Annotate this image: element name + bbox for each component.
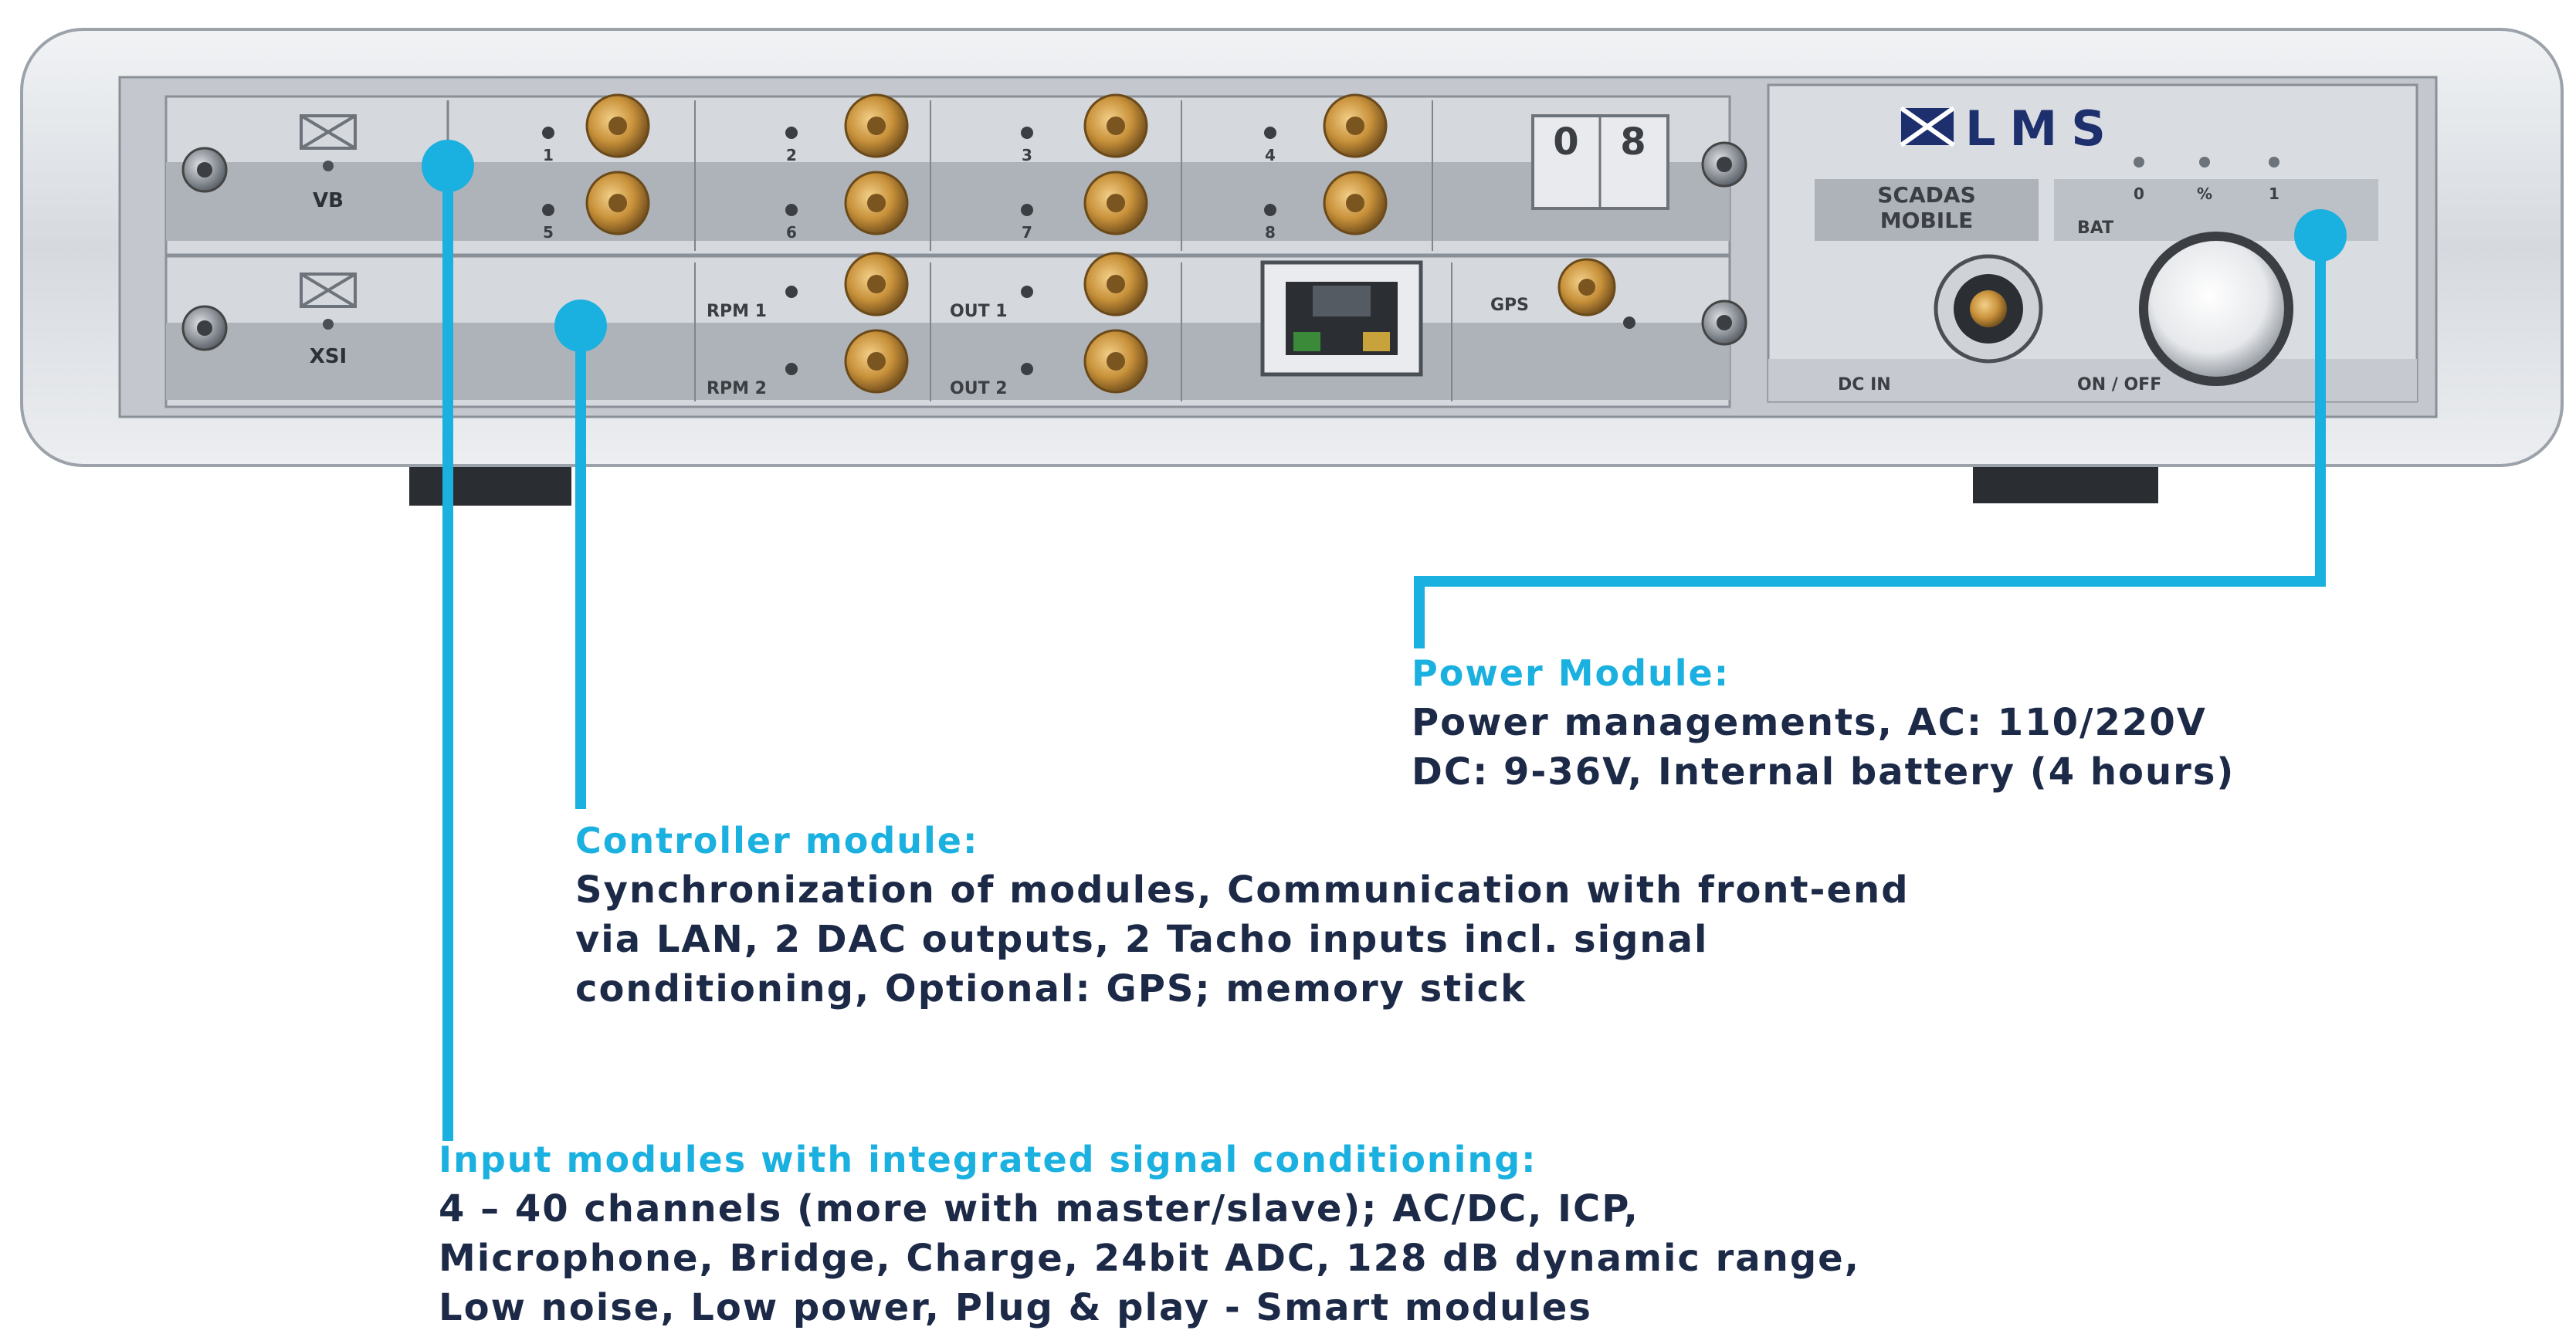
channel-count-display: 0 8 — [1531, 114, 1669, 210]
power-module-callout-line — [1414, 209, 2347, 648]
input-modules-description: Microphone, Bridge, Charge, 24bit ADC, 1… — [439, 1237, 1860, 1280]
battery-label: BAT — [2077, 218, 2113, 238]
brand-name: LMS — [1965, 100, 2120, 157]
rpm2-led — [785, 363, 798, 375]
channel-connector-3[interactable] — [1083, 93, 1148, 158]
out2-label: OUT 2 — [950, 379, 1008, 398]
power-module-description: DC: 9-36V, Internal battery (4 hours) — [1412, 750, 2235, 794]
screw-icon — [181, 147, 228, 193]
channel-number: 6 — [786, 223, 797, 242]
channel-connector-2[interactable] — [844, 93, 909, 158]
battery-mark: 0 — [2134, 185, 2144, 203]
controller-module-band — [166, 323, 1730, 400]
channel-number: 2 — [786, 146, 797, 164]
input-module-led — [323, 161, 334, 171]
channel-connector-6[interactable] — [844, 171, 909, 235]
input-modules-heading: Input modules with integrated signal con… — [439, 1139, 1537, 1180]
out1-label: OUT 1 — [950, 302, 1008, 321]
channel-number: 5 — [543, 223, 554, 242]
out2-connector[interactable] — [1083, 329, 1148, 394]
input-module-callout-line — [422, 140, 474, 1141]
controller-module-description: conditioning, Optional: GPS; memory stic… — [575, 967, 1527, 1011]
out2-led — [1021, 363, 1033, 375]
lms-logo-icon — [1900, 106, 1955, 147]
controller-module-callout-line — [554, 300, 607, 809]
gps-connector[interactable] — [1557, 258, 1616, 317]
channel-connector-8[interactable] — [1323, 171, 1388, 235]
lan-port[interactable] — [1260, 260, 1423, 377]
channel-led — [1021, 204, 1033, 216]
controller-module-logo-icon — [300, 273, 357, 308]
channel-number: 3 — [1022, 146, 1032, 164]
gps-label: GPS — [1490, 296, 1529, 315]
channel-led — [1021, 127, 1033, 139]
controller-module-led — [323, 319, 334, 330]
out1-connector[interactable] — [1083, 252, 1148, 317]
rpm1-connector[interactable] — [844, 252, 909, 317]
channel-led — [1264, 127, 1276, 139]
channel-number: 8 — [1265, 223, 1276, 242]
battery-led — [2134, 157, 2144, 168]
channel-connector-4[interactable] — [1323, 93, 1388, 158]
dc-in-connector[interactable] — [1934, 254, 2043, 364]
input-modules-description: 4 – 40 channels (more with master/slave)… — [439, 1187, 1639, 1231]
power-module-bottom-band — [1768, 359, 2417, 401]
channel-number: 1 — [543, 146, 554, 164]
channel-led — [542, 127, 554, 139]
channel-connector-7[interactable] — [1083, 171, 1148, 235]
screw-icon — [1701, 141, 1747, 188]
gps-led — [1623, 317, 1635, 329]
input-module-band — [166, 162, 1730, 241]
screw-icon — [1701, 300, 1747, 346]
controller-module-label: XSI — [310, 345, 347, 368]
screw-icon — [181, 305, 228, 351]
display-digit-1: 0 — [1553, 120, 1578, 164]
model-name-line1: SCADAS — [1877, 182, 1975, 208]
battery-led — [2199, 157, 2210, 168]
channel-number: 4 — [1265, 146, 1276, 164]
power-module-callout: Power Module: Power managements, AC: 110… — [1412, 648, 2235, 797]
input-modules-description: Low noise, Low power, Plug & play - Smar… — [439, 1286, 1592, 1329]
controller-module-callout: Controller module: Synchronization of mo… — [575, 816, 1910, 1014]
power-module-heading: Power Module: — [1412, 652, 1730, 694]
rpm2-connector[interactable] — [844, 329, 909, 394]
controller-module-heading: Controller module: — [575, 820, 979, 862]
channel-connector-1[interactable] — [585, 93, 650, 158]
controller-module-description: via LAN, 2 DAC outputs, 2 Tacho inputs i… — [575, 918, 1709, 961]
display-digit-2: 8 — [1620, 120, 1646, 164]
model-name-line2: MOBILE — [1880, 208, 1973, 233]
battery-mark: 1 — [2269, 185, 2279, 203]
scadas-badge — [1815, 179, 2039, 241]
channel-led — [785, 127, 798, 139]
input-module-logo-icon — [300, 114, 357, 150]
channel-led — [542, 204, 554, 216]
power-module-description: Power managements, AC: 110/220V — [1412, 701, 2207, 744]
rpm1-label: RPM 1 — [707, 302, 767, 321]
controller-module-description: Synchronization of modules, Communicatio… — [575, 868, 1910, 912]
battery-led — [2269, 157, 2279, 168]
rpm1-led — [785, 286, 798, 298]
channel-led — [1264, 204, 1276, 216]
battery-mark: % — [2197, 185, 2212, 203]
channel-connector-5[interactable] — [585, 171, 650, 235]
input-module-label: VB — [313, 189, 344, 212]
out1-led — [1021, 286, 1033, 298]
channel-number: 7 — [1022, 223, 1032, 242]
channel-led — [785, 204, 798, 216]
rpm2-label: RPM 2 — [707, 379, 767, 398]
dc-in-label: DC IN — [1838, 375, 1891, 394]
on-off-label: ON / OFF — [2077, 375, 2161, 394]
power-button[interactable] — [2139, 232, 2293, 386]
input-modules-callout: Input modules with integrated signal con… — [439, 1135, 1860, 1332]
